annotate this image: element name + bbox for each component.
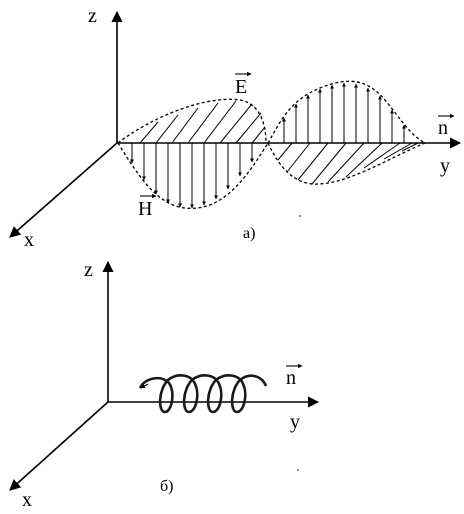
- h-field-arrows: [130, 143, 254, 209]
- z-axis-label-a: z: [88, 5, 97, 27]
- helix-start-arrow: [140, 383, 149, 389]
- caption-b: б): [160, 478, 173, 495]
- e-field-hatching: [139, 100, 266, 144]
- caption-a: a): [243, 225, 255, 242]
- x-axis-label-a: x: [24, 229, 34, 251]
- x-axis-a: [9, 142, 118, 238]
- y-axis-label-b: y: [290, 411, 300, 433]
- stray-dot-b: [297, 469, 299, 471]
- x-axis-b: [9, 401, 109, 491]
- n-symbol-b: n: [286, 367, 296, 389]
- n-symbol-a: n: [438, 117, 448, 139]
- e-vector-label: E: [235, 71, 252, 98]
- stray-dot-a: [299, 215, 301, 217]
- h-field-hatching: [277, 142, 419, 185]
- n-vector-label-b: n: [286, 363, 303, 389]
- z-axis-label-b: z: [84, 259, 93, 281]
- diagram-a: z y x n E H a): [9, 5, 462, 251]
- e-field-arrows: [282, 82, 406, 143]
- diagram-b: z y x n б): [9, 259, 320, 511]
- n-vector-label-a: n: [438, 113, 455, 139]
- h-field-lobe-1: [117, 142, 269, 209]
- helix-spiral: [138, 374, 268, 414]
- x-axis-label-b: x: [22, 489, 32, 511]
- y-axis-label-a: y: [440, 155, 450, 177]
- e-field-lobe-2: [267, 80, 426, 144]
- e-symbol: E: [235, 76, 247, 98]
- h-vector-label: H: [138, 193, 157, 220]
- e-field-lobe-1: [117, 98, 267, 144]
- h-symbol: H: [138, 198, 152, 220]
- h-field-lobe-2: [267, 142, 426, 185]
